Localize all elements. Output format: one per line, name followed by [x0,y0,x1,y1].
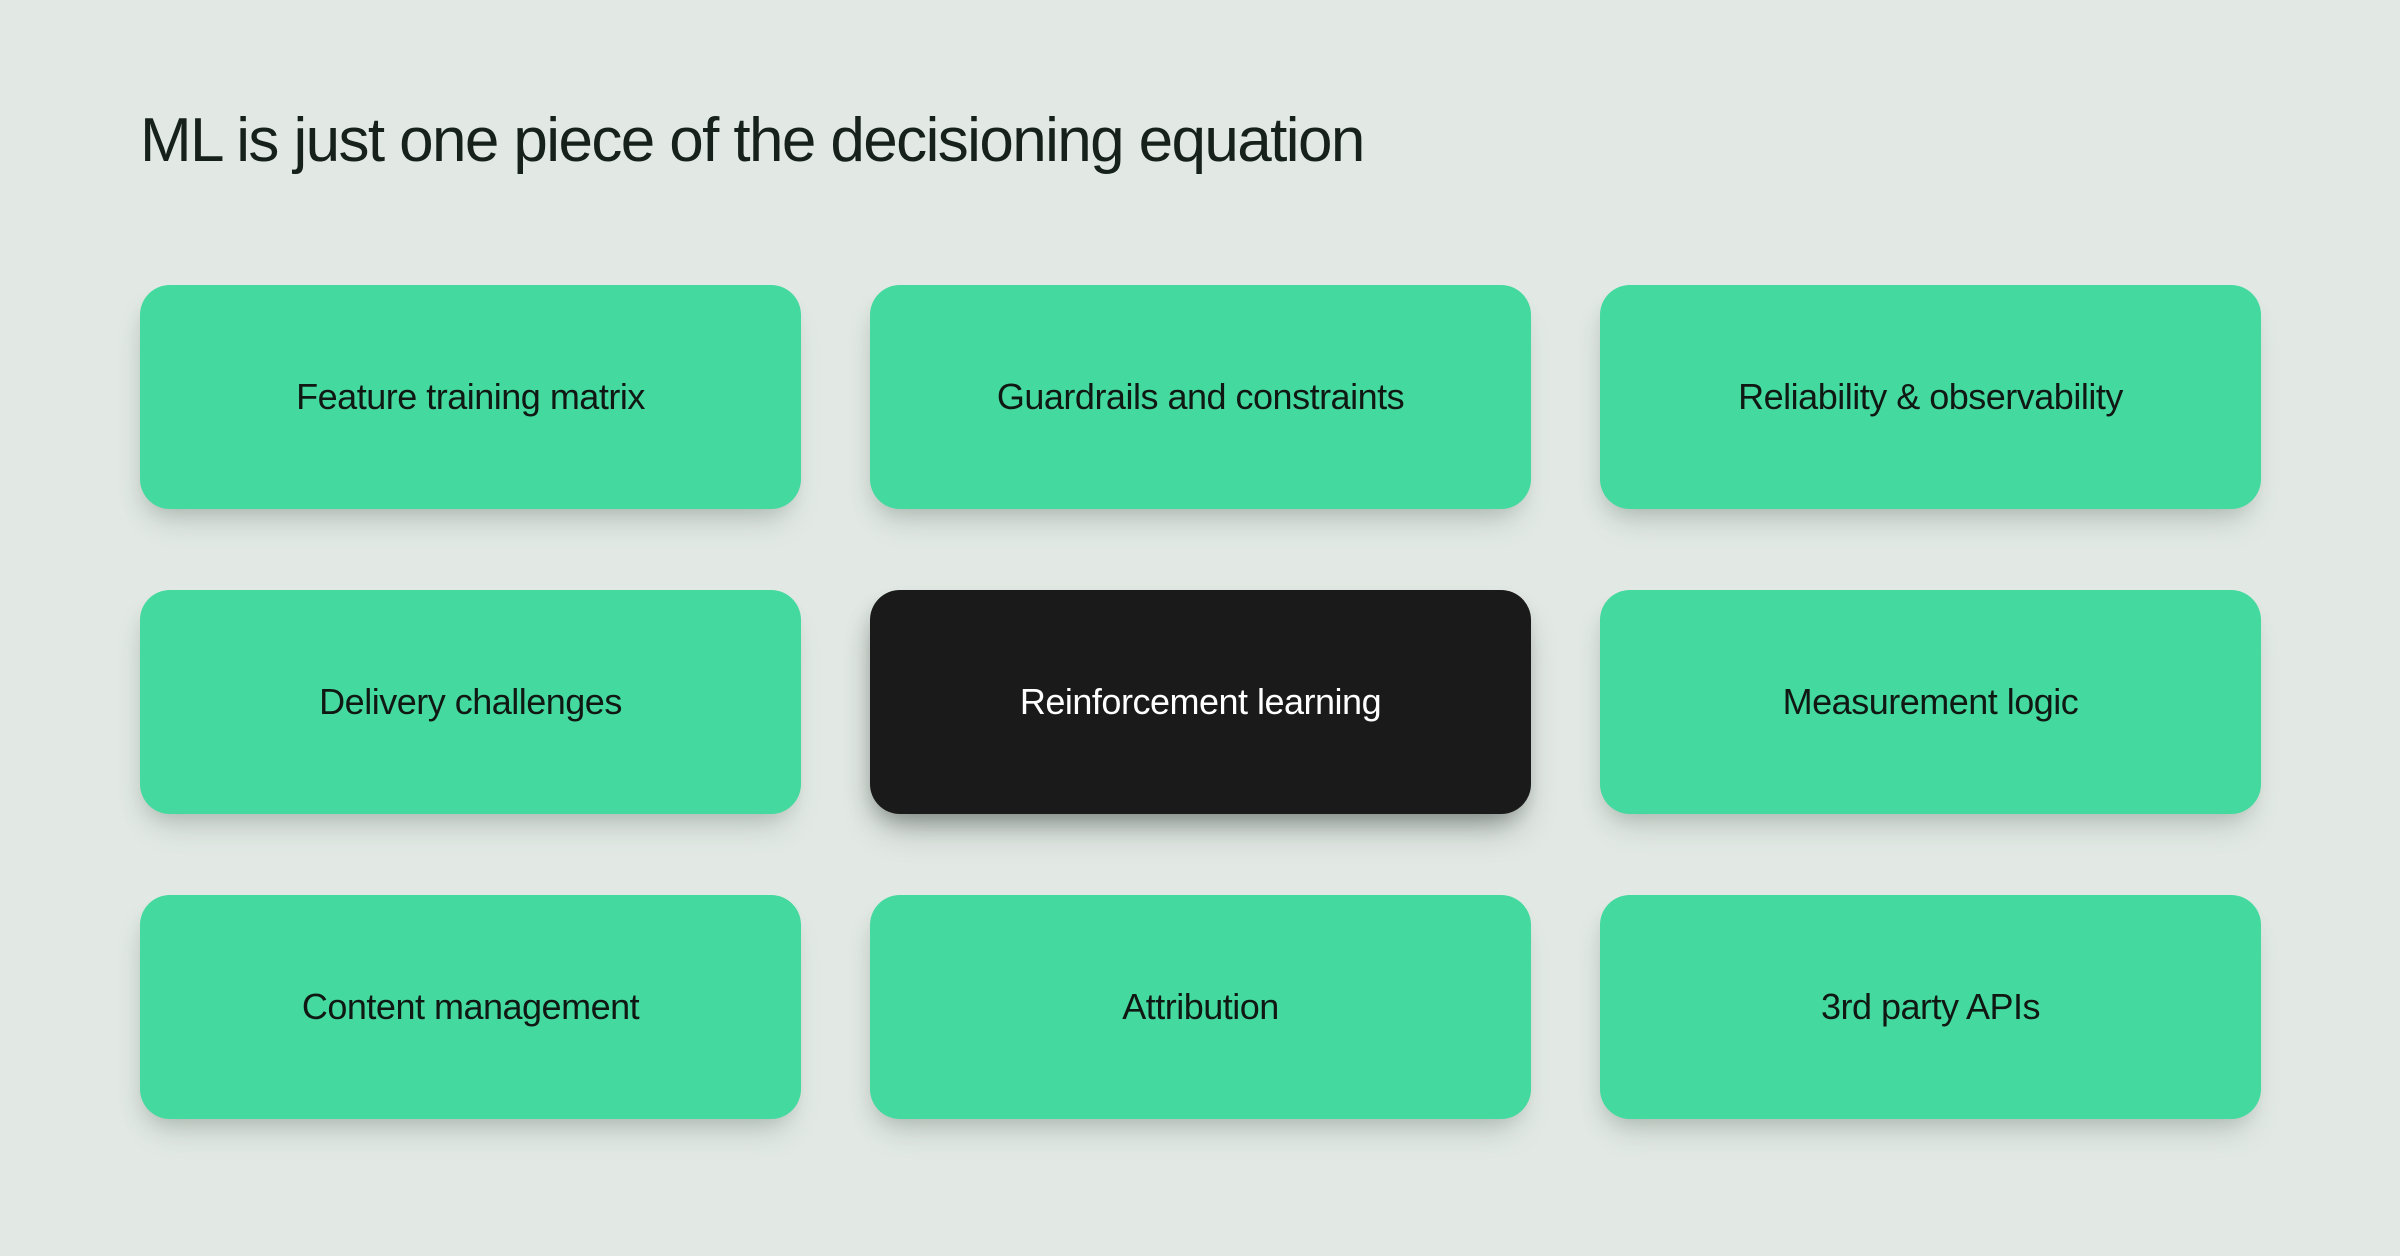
card-label: Reinforcement learning [1019,681,1382,723]
card-feature-training-matrix[interactable]: Feature training matrix [140,285,801,509]
card-label: Measurement logic [1782,681,2079,723]
card-reinforcement-learning[interactable]: Reinforcement learning [870,590,1531,814]
card-label: Content management [301,986,640,1028]
card-guardrails-and-constraints[interactable]: Guardrails and constraints [870,285,1531,509]
card-label: 3rd party APIs [1820,986,2041,1028]
card-label: Delivery challenges [319,681,622,723]
card-content-management[interactable]: Content management [140,895,801,1119]
card-measurement-logic[interactable]: Measurement logic [1600,590,2261,814]
card-3rd-party-apis[interactable]: 3rd party APIs [1600,895,2261,1119]
card-reliability-observability[interactable]: Reliability & observability [1600,285,2261,509]
card-attribution[interactable]: Attribution [870,895,1531,1119]
card-label: Guardrails and constraints [996,376,1405,418]
card-label: Attribution [1122,986,1279,1028]
card-label: Feature training matrix [296,376,645,418]
page-title: ML is just one piece of the decisioning … [140,106,1365,175]
card-delivery-challenges[interactable]: Delivery challenges [140,590,801,814]
card-grid: Feature training matrix Guardrails and c… [140,285,2262,1119]
card-label: Reliability & observability [1738,376,2123,418]
